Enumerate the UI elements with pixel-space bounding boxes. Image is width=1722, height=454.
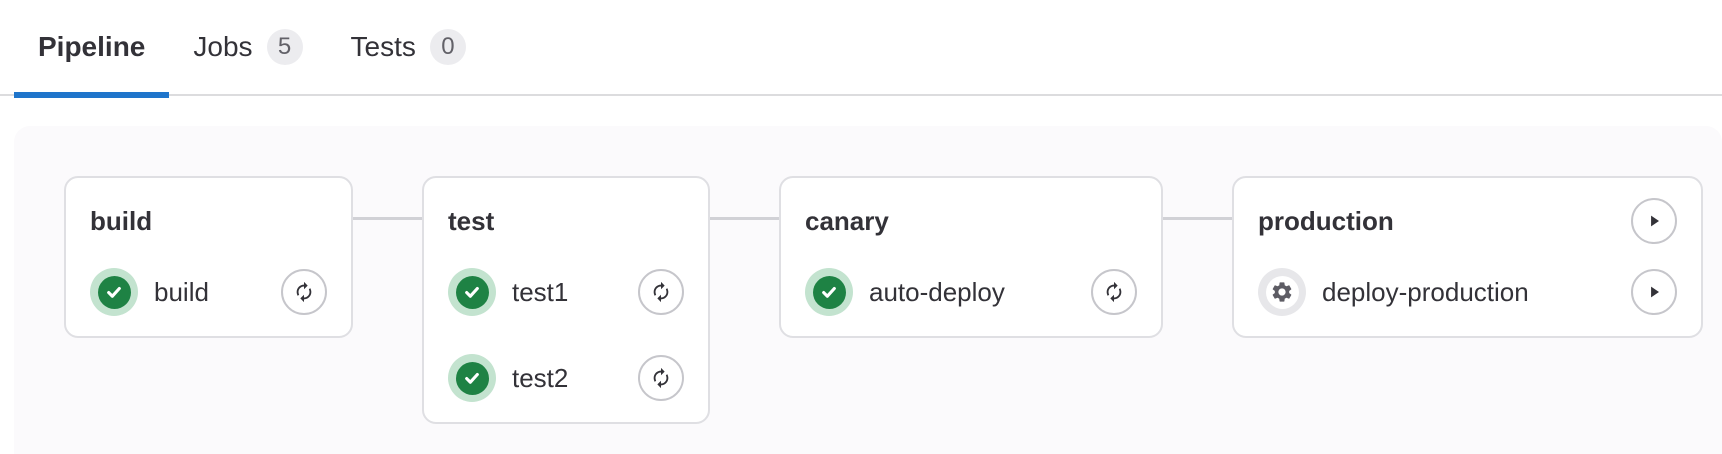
- pipeline-graph-panel: build build: [14, 126, 1722, 454]
- pipeline-stage-production: production deploy-production: [1163, 176, 1703, 338]
- job-name[interactable]: deploy-production: [1322, 276, 1529, 307]
- tests-count-badge: 0: [429, 29, 466, 65]
- status-success-icon: [448, 354, 496, 402]
- retry-icon: [1106, 281, 1122, 303]
- tab-tests-label: Tests: [350, 31, 416, 62]
- play-job-button[interactable]: [1631, 269, 1677, 315]
- stage-card: build build: [64, 176, 353, 338]
- job-row[interactable]: test1: [448, 268, 684, 316]
- tab-jobs[interactable]: Jobs 5: [169, 0, 326, 94]
- tab-jobs-label: Jobs: [193, 31, 253, 62]
- retry-job-button[interactable]: [638, 269, 684, 315]
- stage-title: test: [448, 205, 495, 236]
- retry-job-button[interactable]: [281, 269, 327, 315]
- job-row[interactable]: build: [90, 268, 327, 316]
- job-name[interactable]: test2: [512, 362, 569, 393]
- play-icon: [1651, 215, 1659, 227]
- pipeline-stage-canary: canary auto-deploy: [710, 176, 1163, 338]
- retry-icon: [653, 281, 669, 303]
- play-icon: [1651, 286, 1659, 298]
- stage-card: test test1: [422, 176, 710, 424]
- pipeline-stages: build build: [64, 176, 1722, 424]
- stage-connector: [1163, 217, 1232, 220]
- run-all-manual-jobs-button[interactable]: [1631, 198, 1677, 244]
- job-name[interactable]: build: [154, 276, 209, 307]
- pipeline-tabs: Pipeline Jobs 5 Tests 0: [0, 0, 1722, 98]
- status-success-icon: [448, 268, 496, 316]
- jobs-count-badge: 5: [266, 29, 303, 65]
- stage-header: canary: [805, 198, 1137, 244]
- stage-title: canary: [805, 205, 889, 236]
- retry-icon: [653, 367, 669, 389]
- retry-job-button[interactable]: [638, 355, 684, 401]
- stage-card: canary auto-deploy: [779, 176, 1163, 338]
- tab-pipeline-label: Pipeline: [38, 31, 146, 62]
- stage-card: production deploy-production: [1232, 176, 1703, 338]
- tab-pipeline[interactable]: Pipeline: [14, 0, 170, 98]
- job-name[interactable]: test1: [512, 276, 569, 307]
- pipeline-stage-build: build build: [64, 176, 353, 338]
- manual-gear-icon: [1258, 268, 1306, 316]
- retry-job-button[interactable]: [1091, 269, 1137, 315]
- job-name[interactable]: auto-deploy: [869, 276, 1005, 307]
- stage-title: build: [90, 205, 153, 236]
- stage-connector: [710, 217, 779, 220]
- job-row[interactable]: test2: [448, 354, 684, 402]
- status-success-icon: [90, 268, 138, 316]
- job-row[interactable]: deploy-production: [1258, 268, 1677, 316]
- tab-tests[interactable]: Tests 0: [327, 0, 490, 94]
- status-success-icon: [805, 268, 853, 316]
- stage-connector: [353, 217, 422, 220]
- stage-header: test: [448, 198, 684, 244]
- stage-header: production: [1258, 198, 1677, 244]
- stage-header: build: [90, 198, 327, 244]
- retry-icon: [296, 281, 312, 303]
- stage-title: production: [1258, 205, 1394, 236]
- pipeline-stage-test: test test1: [353, 176, 710, 424]
- job-row[interactable]: auto-deploy: [805, 268, 1137, 316]
